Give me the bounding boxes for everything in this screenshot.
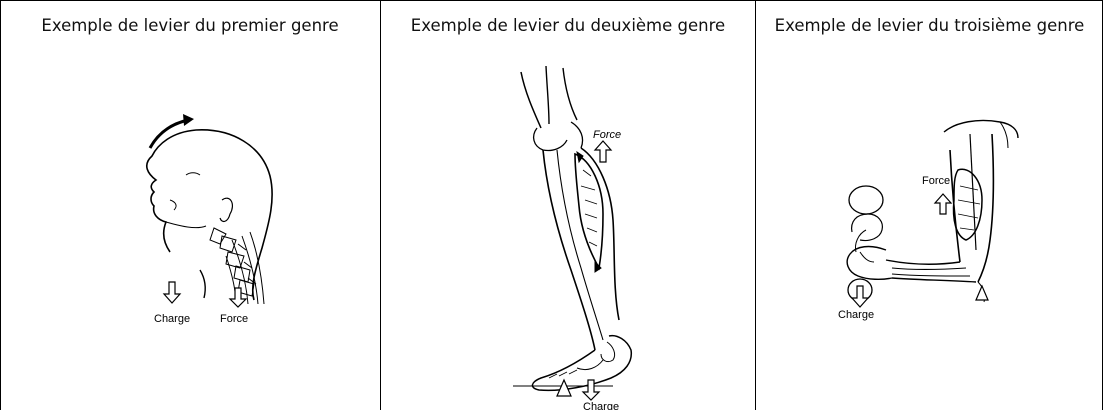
- charge-arrow-down-icon: [852, 286, 868, 307]
- rotation-arrow-icon: [150, 120, 188, 148]
- leg-outline-icon: [513, 66, 631, 390]
- second-class-lever-panel: Exemple de levier du deuxième genre: [380, 0, 755, 410]
- third-class-lever-panel: Exemple de levier du troisième genre: [755, 0, 1103, 410]
- charge-label: Charge: [838, 309, 874, 321]
- fulcrum-icon: [557, 380, 571, 396]
- charge-label: Charge: [583, 401, 619, 410]
- force-arrow-up-icon: [595, 141, 611, 162]
- leg-calf-illustration: Force Charge: [381, 0, 756, 410]
- head-neck-illustration: Charge Force: [0, 0, 380, 410]
- force-arrow-down-icon: [230, 288, 246, 307]
- first-class-lever-panel: Exemple de levier du premier genre: [0, 0, 380, 410]
- charge-label: Charge: [154, 313, 190, 325]
- force-label: Force: [220, 313, 248, 325]
- arm-biceps-illustration: Force Charge: [756, 0, 1103, 410]
- fulcrum-icon: [976, 286, 988, 300]
- arm-outline-icon: [847, 120, 1018, 302]
- charge-arrow-down-icon: [164, 282, 180, 303]
- force-arrow-up-icon: [935, 194, 951, 214]
- force-label: Force: [922, 175, 950, 187]
- force-label: Force: [593, 129, 621, 141]
- rotation-arrowhead-icon: [183, 114, 194, 126]
